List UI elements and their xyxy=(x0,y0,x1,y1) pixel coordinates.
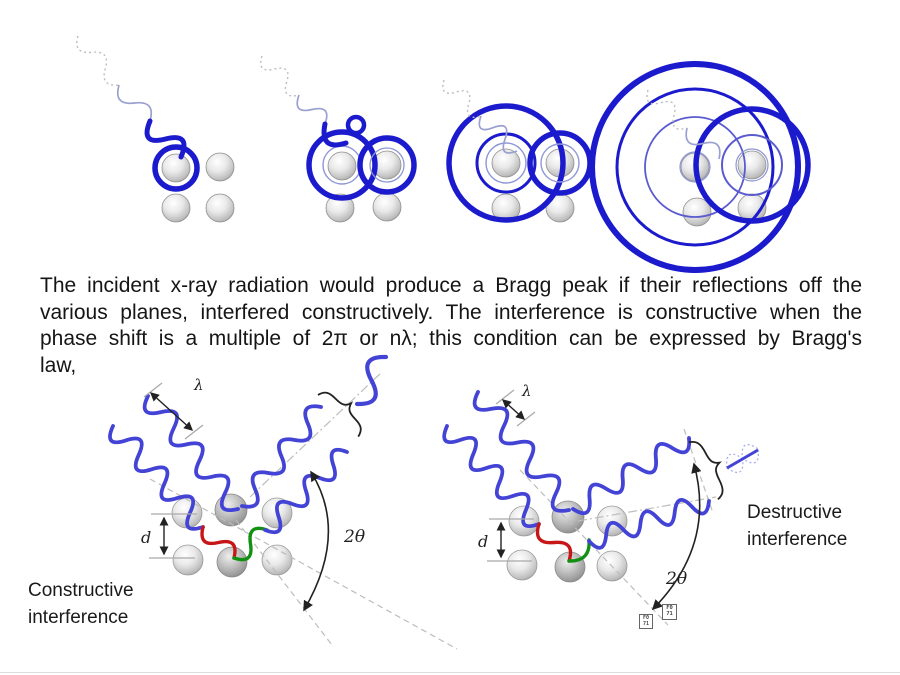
reflected-direction-dash xyxy=(249,371,383,498)
d-spacing-label: d xyxy=(478,532,488,551)
missing-glyph-hex-line2: 71 xyxy=(642,621,650,627)
atom xyxy=(491,148,521,178)
extra-path-wave-red xyxy=(535,522,573,563)
extra-path-wave-green xyxy=(232,526,269,562)
wavefront-ring xyxy=(306,129,378,201)
two-theta-label: 2θ xyxy=(343,527,365,547)
paragraph-line: various planes, interfered constructivel… xyxy=(40,300,862,324)
slide-bottom-edge xyxy=(0,672,900,673)
atom xyxy=(205,152,235,182)
diffraction-sequence-panel-2 xyxy=(260,55,417,223)
reflected-wave-upper xyxy=(240,404,323,509)
destructive-label-line2: interference xyxy=(747,529,848,550)
atom xyxy=(372,192,402,222)
constructive-label-line2: interference xyxy=(28,607,129,628)
wavefront-ring xyxy=(540,143,580,183)
body-paragraph: The incident x-ray radiation would produ… xyxy=(40,273,862,379)
lambda-tick xyxy=(516,411,536,427)
paragraph-line: law, xyxy=(40,353,77,377)
atom xyxy=(161,153,191,183)
incident-xray-wave-faded xyxy=(260,55,300,97)
incident-wave-lower xyxy=(108,424,205,531)
wavefront-ring xyxy=(152,144,200,192)
incident-xray-wave-light xyxy=(296,94,328,125)
wavefront-ring xyxy=(485,142,527,184)
incident-xray-wave-light xyxy=(116,84,153,122)
phase-brace xyxy=(317,391,362,438)
diffraction-sequence-panel-3 xyxy=(442,79,593,223)
atom-scatterer xyxy=(216,546,248,578)
two-theta-label: 2θ xyxy=(665,569,687,589)
incident-xray-wave xyxy=(321,121,349,148)
d-spacing-label: d xyxy=(141,528,151,547)
diffraction-sequence-panel-1 xyxy=(76,35,235,223)
missing-glyph-box: F0 71 xyxy=(639,614,653,629)
phase-brace xyxy=(688,440,724,501)
missing-glyph-hex-line2: 71 xyxy=(666,611,673,617)
wavefront-ring xyxy=(446,103,566,223)
extra-path-wave-red xyxy=(200,525,237,560)
incident-xray-wave xyxy=(144,118,187,160)
reflected-direction-dash xyxy=(577,496,717,522)
destructive-interference-label: Destructive interference xyxy=(747,499,847,553)
wave-curl xyxy=(345,114,367,136)
missing-glyph-hex-line1: F0 xyxy=(642,615,650,621)
two-theta-arc xyxy=(651,462,702,611)
constructive-diagram: λ d 2θ xyxy=(108,354,458,650)
atom xyxy=(205,193,235,223)
atom-scatterer xyxy=(551,500,585,534)
atom xyxy=(325,193,355,223)
wavefront-ring xyxy=(369,147,405,183)
reflected-wave-upper xyxy=(571,436,692,516)
incident-wave-upper xyxy=(142,394,240,512)
lambda-label: λ xyxy=(193,376,204,394)
incident-xray-wave-faded xyxy=(646,89,688,130)
atom xyxy=(682,197,712,227)
missing-glyph-box: F0 71 xyxy=(662,604,677,620)
wavefront-ring xyxy=(644,116,746,218)
incident-wave-lower xyxy=(442,424,541,529)
atom xyxy=(161,193,191,223)
lambda-label: λ xyxy=(521,382,532,400)
lambda-tick xyxy=(495,389,515,405)
cancelled-wave-flat-line xyxy=(726,448,759,470)
atom xyxy=(327,151,357,181)
incident-direction-dash xyxy=(519,469,669,626)
wavefront-ring xyxy=(735,148,769,182)
constructive-interference-label: Constructive interference xyxy=(28,577,134,631)
paragraph-line: phase shift is a multiple of 2π or nλ; t… xyxy=(40,327,862,351)
destructive-diagram: λ d 2θ xyxy=(442,382,759,626)
incident-xray-wave-light xyxy=(685,127,721,160)
lambda-arrow xyxy=(149,392,194,431)
destructive-label-line1: Destructive xyxy=(747,502,843,523)
lambda-tick xyxy=(184,424,204,440)
incident-xray-wave-faded xyxy=(76,35,120,86)
atom xyxy=(737,150,767,180)
cancelled-wave-icon xyxy=(726,443,759,474)
wavefront-ring xyxy=(693,106,811,224)
resultant-wave xyxy=(354,354,389,407)
incident-xray-wave-light xyxy=(478,115,518,154)
atom xyxy=(506,549,538,581)
wavefront-ring xyxy=(615,87,775,247)
incident-wave-upper xyxy=(472,390,571,513)
incident-xray-wave-faded xyxy=(442,79,482,119)
incident-direction-dash xyxy=(235,519,333,646)
lambda-tick xyxy=(143,382,163,398)
atom xyxy=(261,544,293,576)
constructive-label-line1: Constructive xyxy=(28,580,134,601)
lambda-arrow xyxy=(501,399,526,420)
two-theta-arc xyxy=(303,470,330,612)
diffraction-sequence-panel-4 xyxy=(589,61,811,273)
wavefront-ring xyxy=(589,61,801,273)
paragraph-line: The incident x-ray radiation would produ… xyxy=(40,274,862,297)
missing-glyph-hex-line1: F0 xyxy=(666,605,673,611)
atom xyxy=(172,544,204,576)
wavefront-ring xyxy=(357,135,417,195)
wavefront-ring xyxy=(721,134,783,196)
